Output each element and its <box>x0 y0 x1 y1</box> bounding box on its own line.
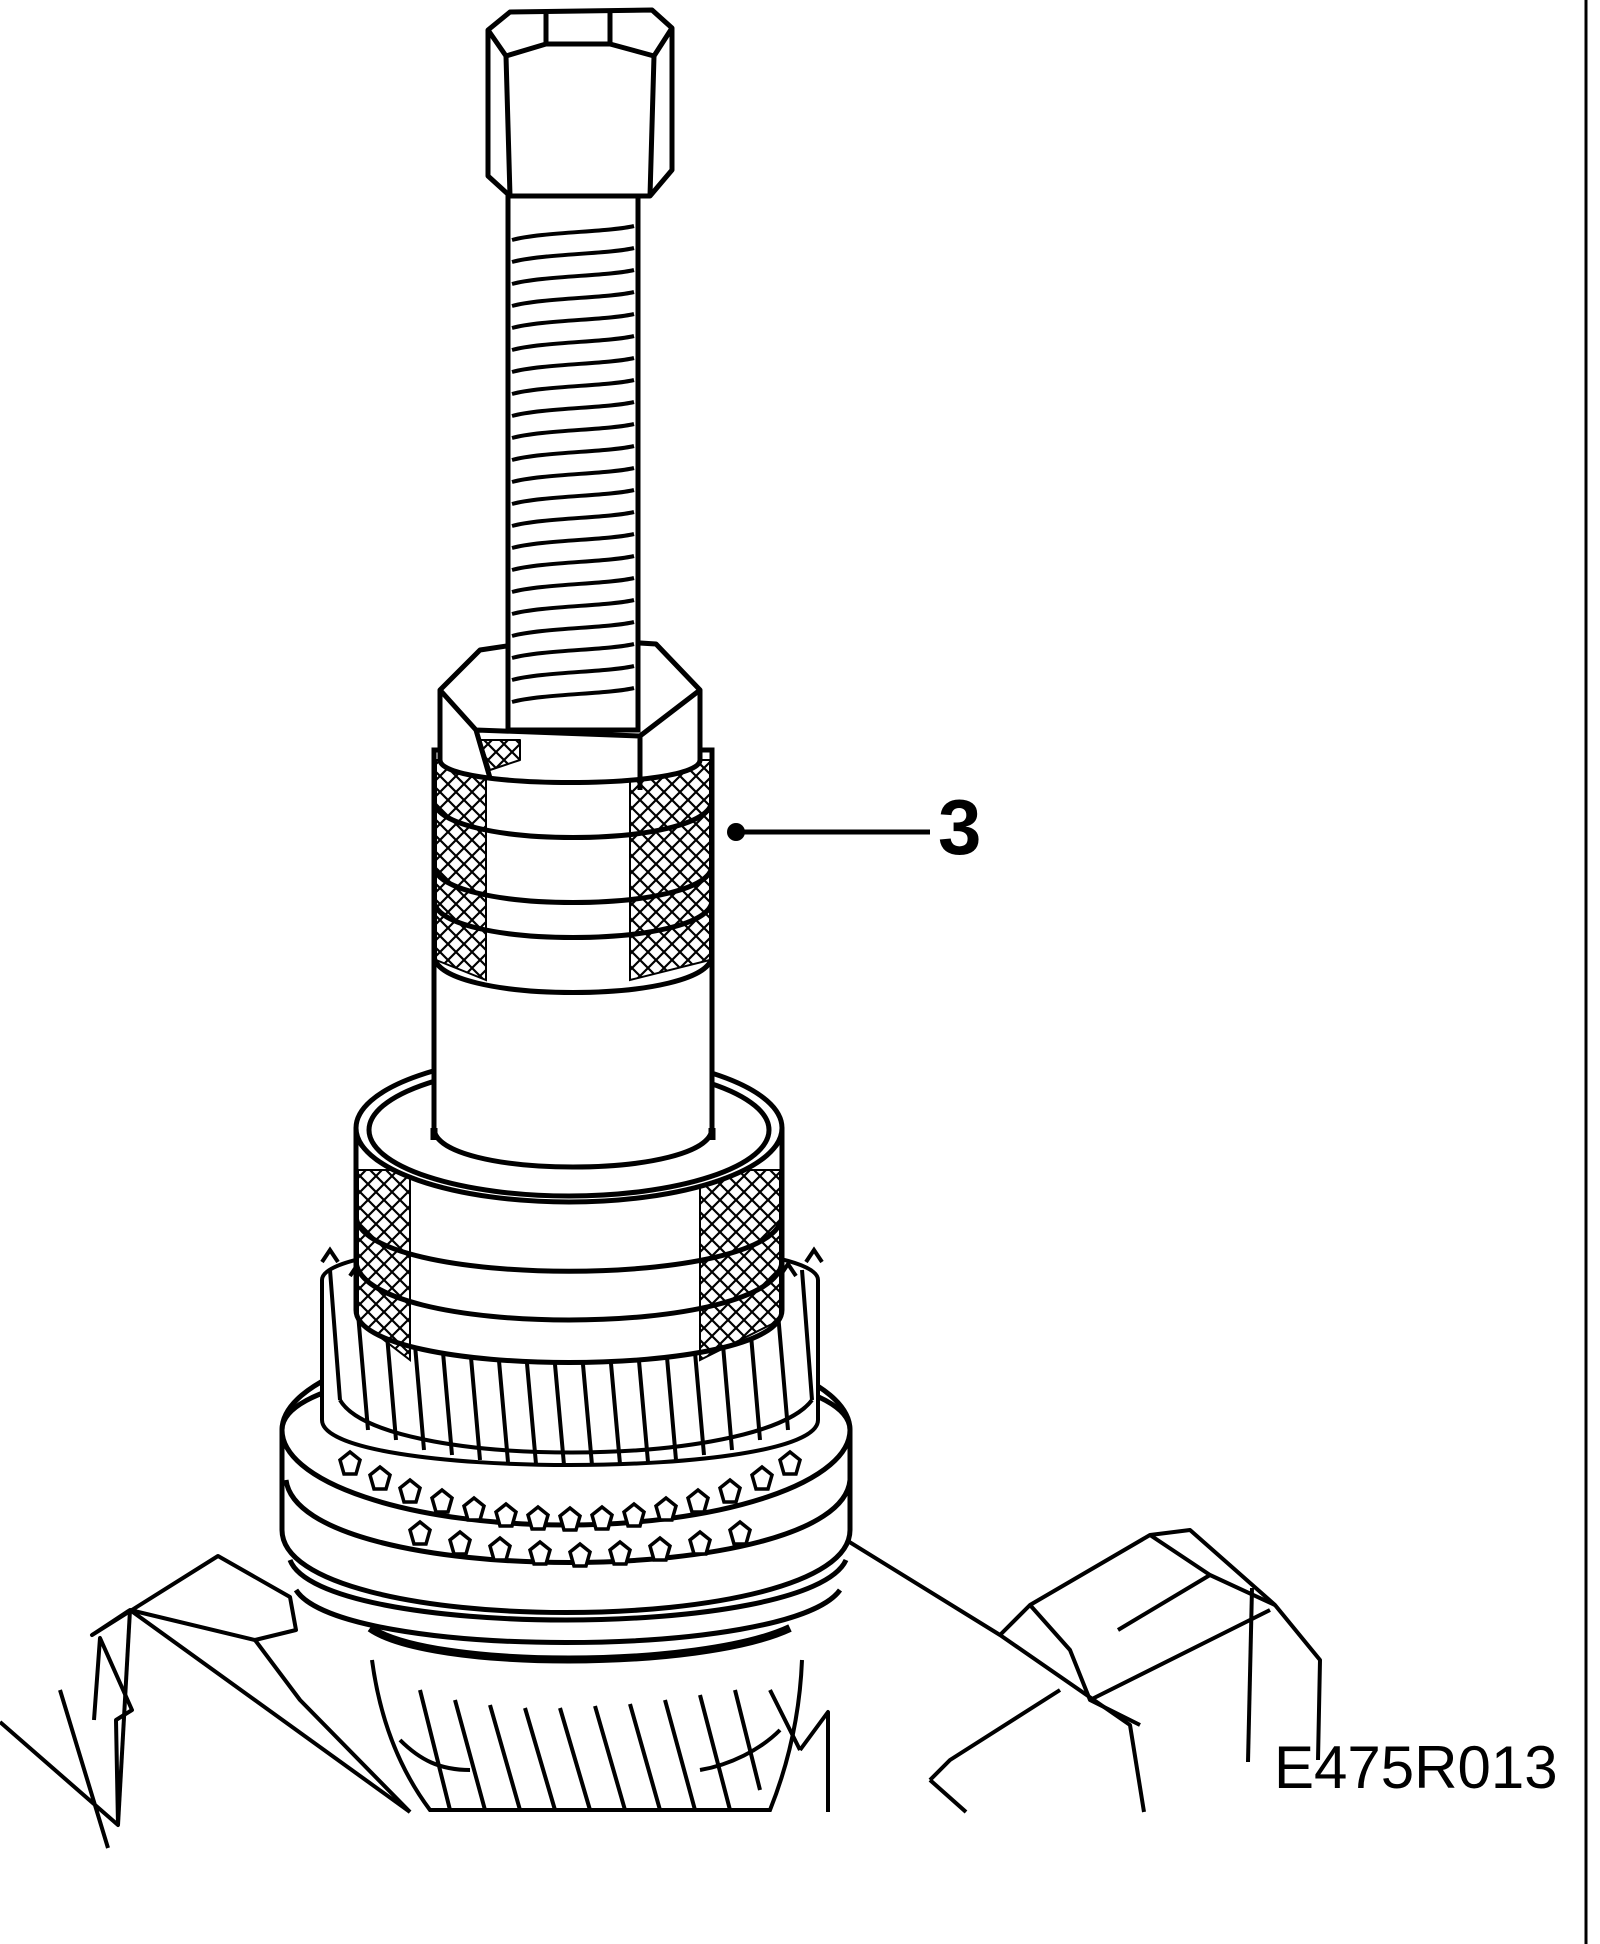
sleeve-part-3 <box>430 747 716 1170</box>
vise-base <box>0 1528 1322 1849</box>
callout-label-3: 3 <box>938 783 982 871</box>
lower-gear <box>370 1659 804 1812</box>
figure-code: E475R013 <box>1274 1734 1558 1801</box>
bolt-head <box>485 7 675 199</box>
threaded-spindle <box>505 187 641 733</box>
dog-teeth <box>337 1449 803 1568</box>
callout-leader-3 <box>727 823 930 841</box>
